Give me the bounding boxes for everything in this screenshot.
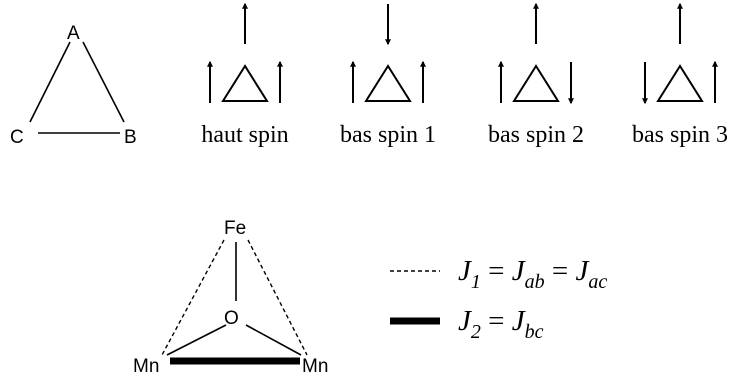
spin-state-3: bas spin 2 — [488, 2, 584, 148]
spin-triangle — [221, 64, 269, 102]
triangle-abc: A B C — [10, 23, 137, 148]
legend-j1-equation: J1 = Jab = Jac — [458, 255, 607, 293]
vertex-b-label: B — [124, 127, 137, 148]
legend-j2-equation: J2 = Jbc — [458, 305, 544, 343]
mn-right-atom-label: Mn — [302, 356, 328, 377]
vertex-c-label: C — [10, 127, 24, 148]
spin-state-2: bas spin 1 — [340, 4, 436, 148]
spin-state-label: haut spin — [201, 122, 288, 148]
bond-o-mn-right — [245, 324, 302, 356]
edge-ab — [82, 41, 125, 123]
dashed-bond-fe-mn-left — [161, 239, 225, 356]
coupling-legend: J1 = Jab = Jac J2 = Jbc — [390, 255, 607, 343]
spin-state-1: haut spin — [201, 2, 289, 148]
edge-ac — [29, 41, 71, 123]
spin-triangle — [364, 64, 412, 102]
dashed-bond-fe-mn-right — [247, 239, 308, 356]
bond-o-mn-left — [166, 324, 227, 356]
mn-left-atom-label: Mn — [133, 356, 159, 377]
spin-triangle — [512, 64, 560, 102]
spin-state-label: bas spin 3 — [632, 122, 728, 148]
spin-triangle — [656, 64, 704, 102]
fe-mn-cluster: Fe O Mn Mn — [133, 218, 328, 377]
o-atom-label: O — [224, 308, 239, 329]
spin-states: haut spin bas spin 1 bas spin 2 bas spin 3 — [201, 2, 728, 148]
spin-state-4: bas spin 3 — [632, 2, 728, 148]
spin-state-label: bas spin 1 — [340, 122, 436, 148]
fe-atom-label: Fe — [224, 218, 246, 239]
vertex-a-label: A — [67, 23, 80, 44]
spin-state-label: bas spin 2 — [488, 122, 584, 148]
